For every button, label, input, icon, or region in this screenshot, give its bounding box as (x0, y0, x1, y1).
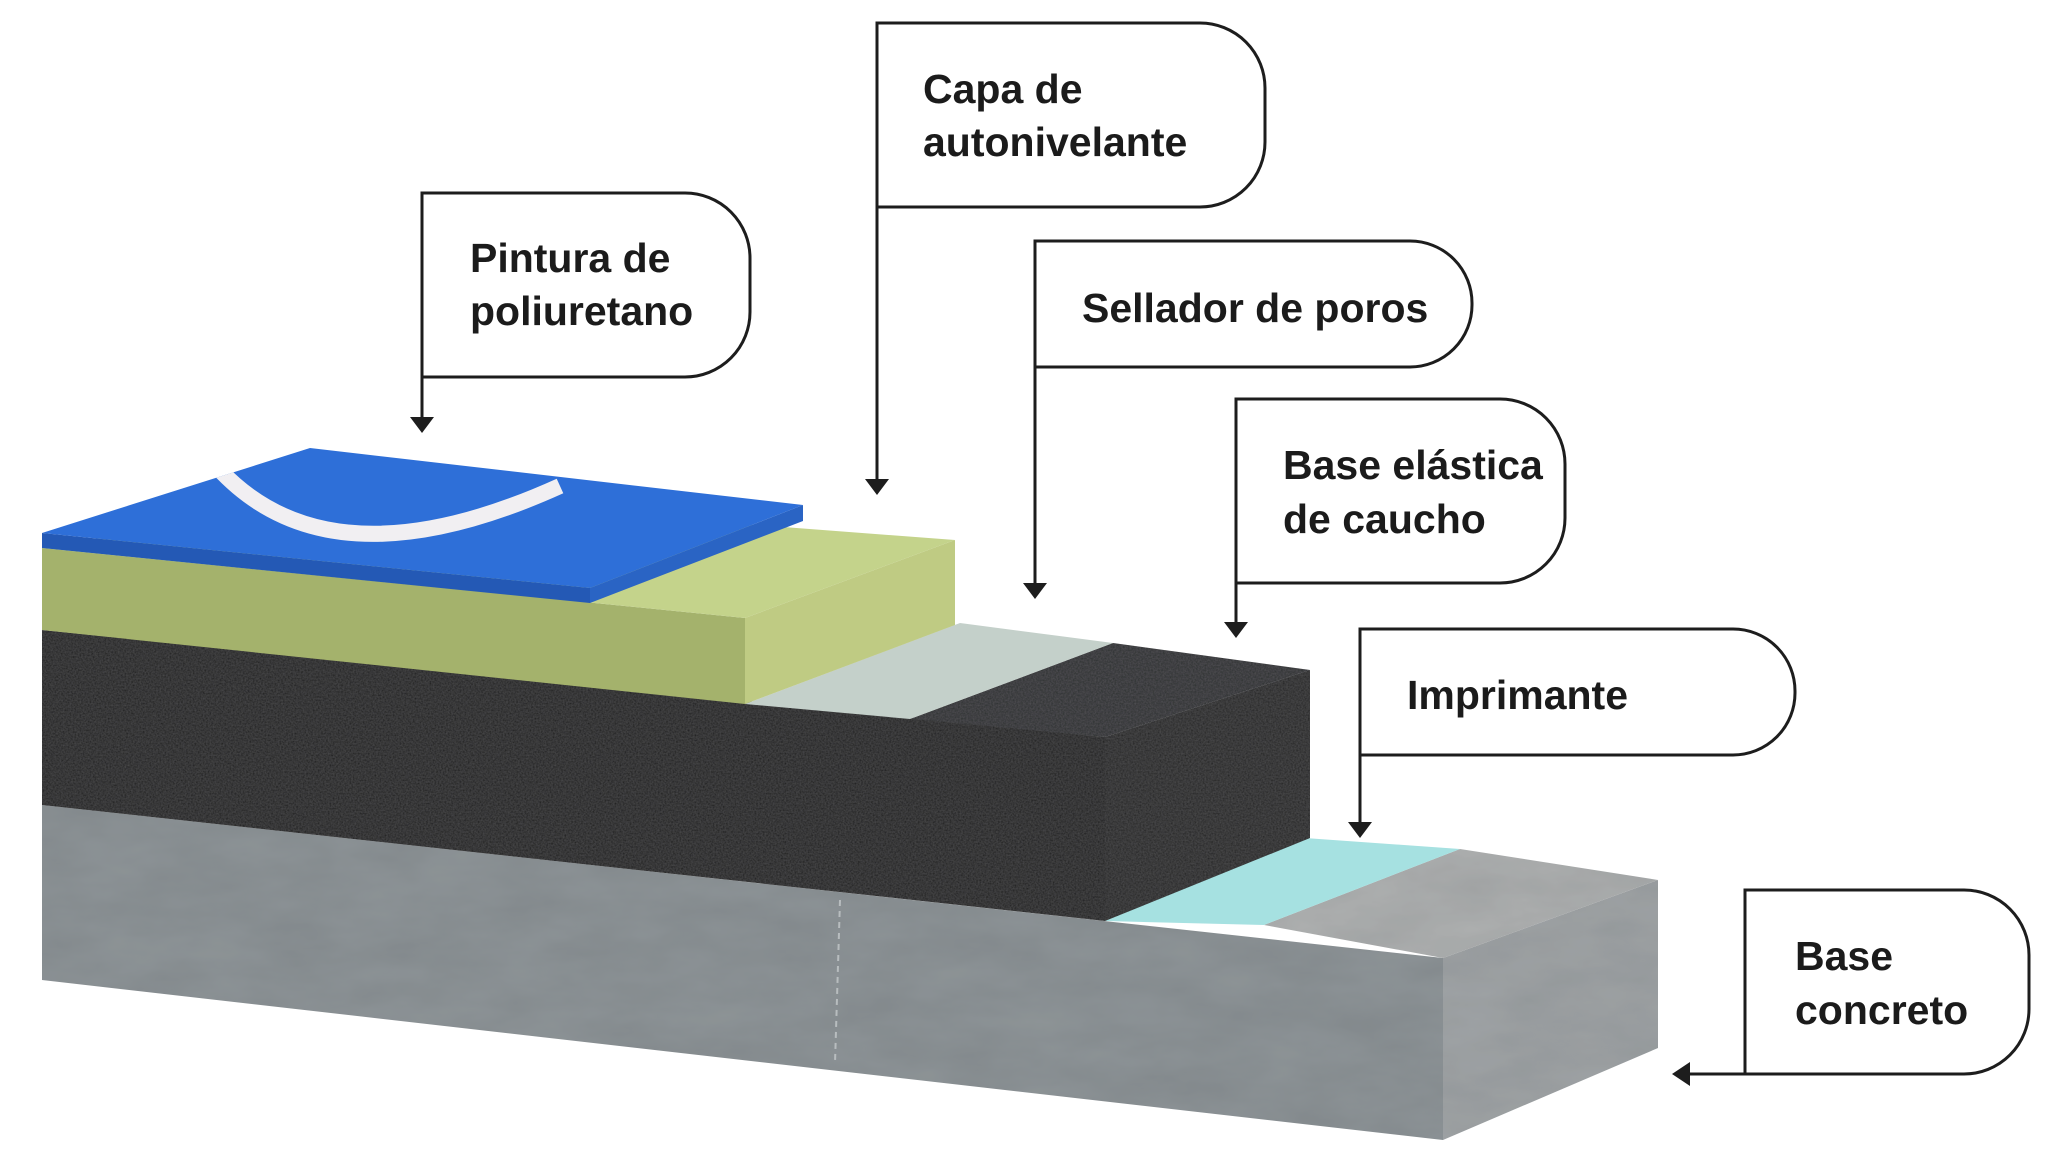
rubber-side-face (1105, 670, 1310, 921)
label-sellador: Sellador de poros (1082, 285, 1428, 331)
label-autonivelante: Capa de autonivelante (923, 66, 1187, 165)
concrete-side-face (1443, 880, 1658, 1140)
callout-autonivelante: Capa de autonivelante (865, 21, 1267, 495)
arrowhead-imprimante (1348, 822, 1372, 838)
callout-sellador: Sellador de poros (1023, 239, 1474, 599)
concrete-front-face (42, 805, 1443, 1140)
concrete-seam (834, 899, 841, 1064)
callout-box-pintura (420, 191, 752, 379)
rubber-top-face (910, 643, 1310, 737)
autonivelante-front-face (42, 548, 745, 704)
label-imprimante: Imprimante (1407, 672, 1628, 718)
concrete-top-face (1264, 849, 1658, 958)
rubber-front-face (42, 630, 1105, 921)
pintura-side-face (590, 505, 803, 603)
callout-pintura: Pintura de poliuretano (410, 191, 752, 433)
arrowhead-autonivelante (865, 479, 889, 495)
pintura-front-face (42, 533, 590, 603)
label-concreto: Base concreto (1795, 933, 1968, 1033)
callout-box-imprimante (1358, 627, 1797, 757)
arrowhead-pintura (410, 417, 434, 433)
imprimante-top-face (1105, 838, 1460, 925)
callout-box-concreto (1743, 888, 2031, 1076)
autonivelante-side-face (745, 540, 955, 704)
rubber-base-layer (42, 630, 1310, 921)
callout-caucho: Base elástica de caucho (1224, 397, 1567, 638)
callout-box-autonivelante (875, 21, 1267, 209)
arrowhead-concreto (1672, 1062, 1690, 1086)
sellador-top-face (745, 623, 1113, 719)
callout-concreto: Base concreto (1672, 888, 2031, 1086)
callout-imprimante: Imprimante (1348, 627, 1797, 838)
pintura-layer (42, 448, 803, 603)
callout-box-caucho (1234, 397, 1567, 585)
label-caucho: Base elástica de caucho (1283, 442, 1554, 542)
arrowhead-caucho (1224, 622, 1248, 638)
label-pintura: Pintura de poliuretano (470, 235, 693, 334)
court-line-arc (212, 462, 564, 542)
arrowhead-sellador (1023, 583, 1047, 599)
callout-box-sellador (1033, 239, 1474, 369)
concrete-base-layer (42, 805, 1658, 1140)
